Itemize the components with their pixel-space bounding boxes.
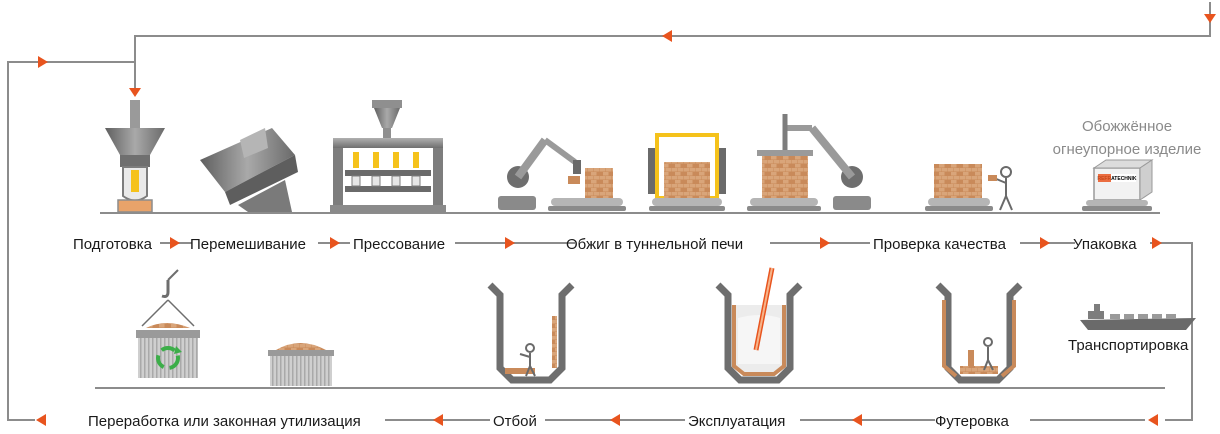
recycle-icon [156, 346, 182, 370]
arrow-right-icon [820, 237, 830, 249]
arrow-left-icon [36, 414, 46, 426]
arrow-left-icon [852, 414, 862, 426]
arrow-left-icon [610, 414, 620, 426]
product-label-line-2: огнеупорное изделие [1053, 141, 1202, 158]
arrow-right-icon [505, 237, 515, 249]
ladle-icon [715, 267, 803, 384]
ship-icon [1080, 304, 1196, 330]
arrow-left-icon [1148, 414, 1158, 426]
left-return-line [7, 61, 135, 421]
inspector-icon [993, 166, 1013, 211]
arrow-left-icon [662, 30, 672, 42]
brick-stack-icon [548, 168, 626, 211]
brick-stack-icon [925, 164, 993, 211]
robot-arm-icon [498, 137, 581, 210]
ladle-icon [935, 282, 1023, 384]
ladle-icon [487, 282, 575, 384]
step-label-packing: Упаковка [1073, 236, 1137, 253]
container-icon [136, 323, 200, 378]
arrow-down-icon [129, 88, 141, 97]
flow-arrows [36, 14, 1216, 426]
step-label-mixing: Перемешивание [190, 236, 306, 253]
arrow-right-icon [1040, 237, 1050, 249]
product-label-line-1: Обожжённое [1082, 118, 1172, 135]
crane-hook-icon [141, 269, 195, 327]
arrow-right-icon [1152, 237, 1162, 249]
step-label-pressing: Прессование [353, 236, 445, 253]
brick-icon [988, 175, 997, 181]
package-icon: REFRATECHNIK [1082, 159, 1154, 211]
step-label-firing: Обжиг в туннельной печи [566, 236, 743, 253]
container-icon [268, 343, 334, 386]
mixer-icon [200, 128, 298, 212]
top-return-line [134, 2, 1211, 88]
tunnel-kiln-icon [648, 133, 726, 211]
inspector-icon [983, 337, 994, 371]
arrow-right-icon [330, 237, 340, 249]
step-label-preparation: Подготовка [73, 236, 153, 253]
funnel-icon [105, 100, 165, 213]
press-icon [330, 100, 446, 213]
arrow-right-icon [170, 237, 180, 249]
brand-mark [1098, 174, 1111, 182]
step-label-operation: Эксплуатация [688, 413, 785, 430]
brick-icon [568, 176, 580, 184]
step-label-quality-check: Проверка качества [873, 236, 1007, 253]
step-label-lining: Футеровка [935, 413, 1009, 430]
right-connector-line [1150, 242, 1193, 421]
robot-arm-icon [782, 114, 871, 210]
brand-label: REFRATECHNIK [1097, 176, 1136, 182]
arrow-left-icon [433, 414, 443, 426]
arrow-down-icon [1204, 14, 1216, 23]
step-label-recycling: Переработка или законная утилизация [88, 413, 361, 430]
brick-stack-icon [747, 150, 821, 211]
step-label-breakout: Отбой [493, 413, 537, 430]
inspector-icon [519, 343, 536, 377]
step-label-transport: Транспортировка [1068, 337, 1189, 354]
arrow-right-icon [38, 56, 48, 68]
